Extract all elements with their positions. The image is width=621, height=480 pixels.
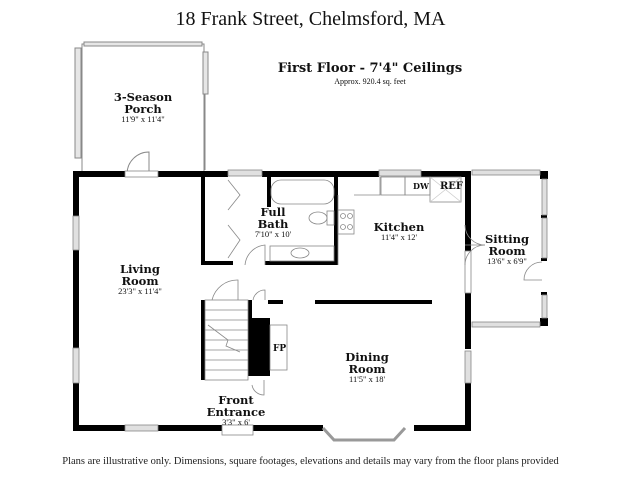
room-label-kitchen: Kitchen 11'4" x 12' (374, 221, 425, 242)
room-name: Living (120, 262, 160, 276)
room-label-porch: 3-Season Porch 11'9" x 11'4" (114, 91, 172, 124)
refrigerator-label: REF (440, 181, 464, 192)
room-name: Porch (124, 102, 162, 117)
room-name: Front (218, 393, 254, 407)
floor-title: First Floor - 7'4" Ceilings (277, 61, 463, 76)
room-name: Full (260, 205, 286, 219)
room-label-sitting-room: Sitting Room 13'6" x 6'9" (485, 233, 529, 266)
room-name: Room (121, 274, 159, 289)
room-dims: 11'4" x 12' (381, 232, 417, 243)
room-dims: 3'3" x 6' (222, 417, 250, 428)
floor-area: Approx. 920.4 sq. feet (334, 77, 406, 86)
porch-outline (74, 41, 209, 175)
fireplace-label: FP (273, 344, 287, 354)
exterior-walls (73, 171, 548, 431)
room-name: Room (348, 362, 386, 377)
room-label-full-bath: Full Bath 7'10" x 10' (255, 206, 291, 239)
room-name: Room (488, 244, 526, 259)
room-label-front-entrance: Front Entrance 3'3" x 6' (207, 394, 266, 427)
room-dims: 7'10" x 10' (254, 229, 292, 240)
doors-and-fixtures (204, 176, 543, 436)
room-dims: 23'3" x 11'4" (118, 286, 162, 297)
room-name: 3-Season (113, 90, 173, 104)
room-dims: 11'5" x 18' (349, 374, 385, 385)
property-address: 18 Frank Street, Chelmsford, MA (175, 8, 446, 30)
room-dims: 11'9" x 11'4" (121, 114, 165, 125)
dishwasher-label: DW (413, 181, 429, 191)
disclaimer: Plans are illustrative only. Dimensions,… (62, 456, 559, 467)
room-name: Entrance (206, 405, 266, 420)
room-name: Kitchen (373, 220, 425, 234)
room-dims: 13'6" x 6'9" (487, 256, 527, 267)
windows (72, 169, 548, 442)
room-name: Sitting (484, 232, 530, 246)
room-name: Dining (345, 350, 389, 364)
room-name: Bath (257, 217, 289, 232)
room-label-living-room: Living Room 23'3" x 11'4" (118, 263, 162, 296)
room-label-dining-room: Dining Room 11'5" x 18' (345, 351, 388, 384)
